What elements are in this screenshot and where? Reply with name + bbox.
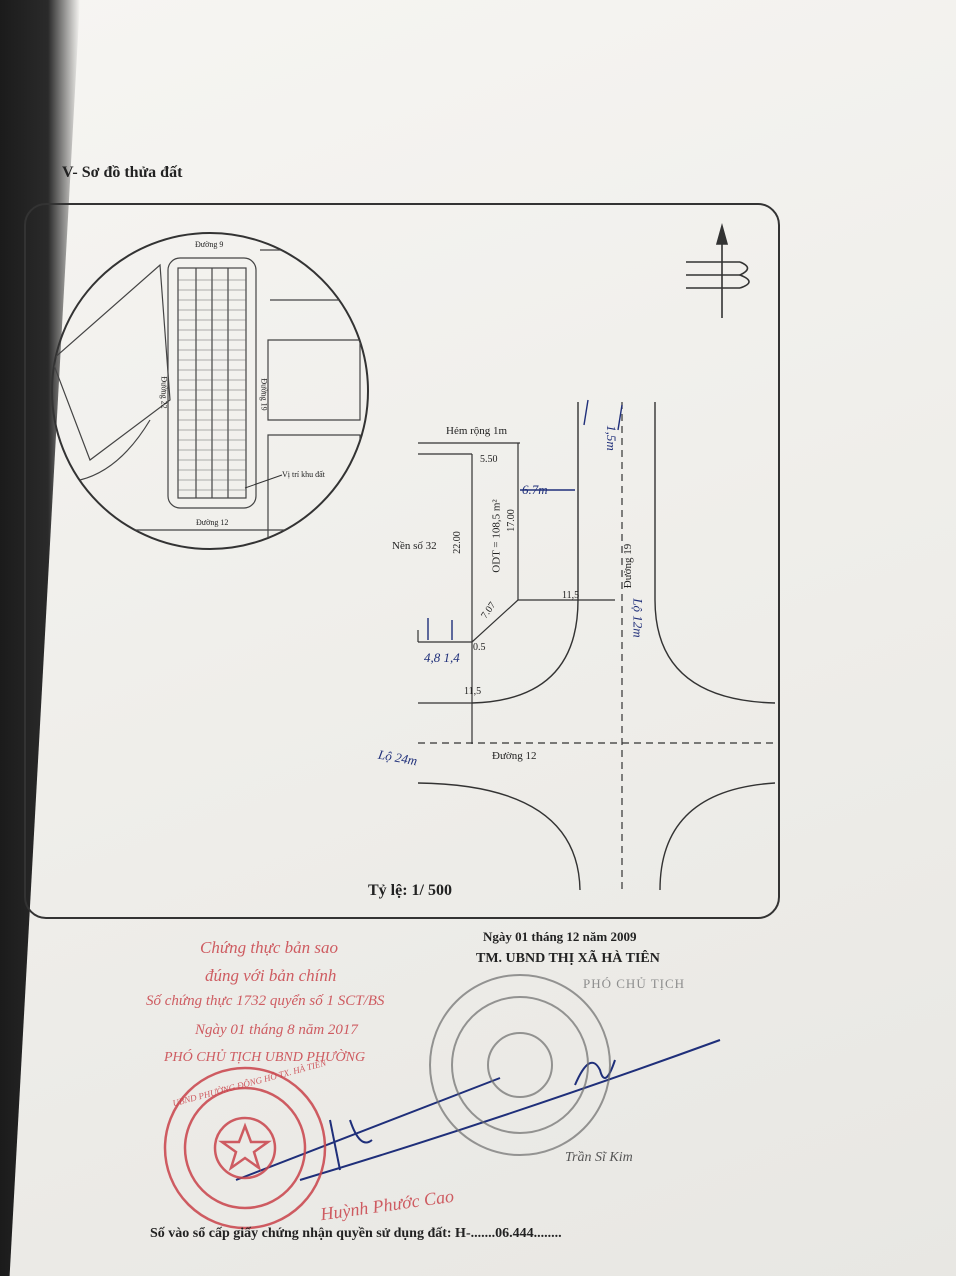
neighbor-label: Nền số 32	[392, 540, 437, 552]
section-title: V- Sơ đồ thửa đất	[62, 164, 183, 181]
issue-date: Ngày 01 tháng 12 năm 2009	[483, 929, 637, 944]
dim-top: 5.50	[480, 454, 498, 465]
map-frame	[24, 203, 780, 919]
location-pointer	[244, 474, 283, 489]
stamp-line-1: Chứng thực bản sao	[200, 938, 339, 957]
alley-lines	[418, 442, 520, 455]
dim-small: 0.5	[473, 642, 486, 653]
inset-map-circle	[51, 232, 369, 550]
area-label: ODT = 108,5 m²	[490, 499, 503, 573]
inset-lots	[178, 279, 246, 491]
signer-title: PHÓ CHỦ TỊCH	[583, 976, 686, 991]
red-seal	[163, 1066, 327, 1230]
inset-road-right: Đường 19	[259, 378, 269, 411]
inset-location-label: Vị trí khu đất	[282, 470, 325, 479]
registry-number: Số vào sổ cấp giấy chứng nhận quyền sử d…	[150, 1226, 562, 1241]
handwritten-marks	[427, 399, 623, 640]
stamp-line-5: PHÓ CHỦ TỊCH UBND PHƯỜNG	[164, 1050, 366, 1065]
signer-name: Trần Sĩ Kim	[565, 1150, 633, 1165]
stamp-line-4: Ngày 01 tháng 8 năm 2017	[195, 1022, 358, 1038]
handwritten-left-dims: 4,8 1,4	[424, 650, 460, 665]
road-horizontal-label: Đường 12	[492, 750, 537, 762]
stamp-line-3: Số chứng thực 1732 quyển số 1 SCT/BS	[146, 993, 385, 1009]
stamp-line-2: đúng với bản chính	[205, 966, 337, 985]
plot-boundary	[417, 443, 615, 744]
dim-left: 22.00	[451, 531, 463, 554]
road-vertical-label: Đường 19	[622, 543, 635, 589]
issuing-agency: TM. UBND THỊ XÃ HÀ TIÊN	[476, 951, 660, 966]
inset-road-top: Đường 9	[195, 240, 224, 249]
handwritten-top-width: 6.7m	[522, 482, 548, 497]
inset-road-left: Đường 22	[159, 376, 169, 409]
dim-bottom: 11,5	[464, 686, 482, 697]
road-curbs	[417, 402, 776, 891]
gray-seal	[429, 974, 611, 1156]
inset-road-bottom: Đường 12	[196, 518, 229, 527]
north-arrow-icon	[686, 223, 750, 318]
scale-label: Tỷ lệ: 1/ 500	[368, 882, 452, 899]
handwritten-right-width: Lộ 12m	[630, 598, 646, 638]
dim-right: 17.00	[505, 509, 517, 532]
road-centerlines	[418, 402, 775, 890]
alley-label: Hẻm rộng 1m	[446, 425, 508, 437]
handwritten-vertical-note: 1,5m	[603, 425, 619, 451]
dim-mid: 11,5	[562, 590, 580, 601]
